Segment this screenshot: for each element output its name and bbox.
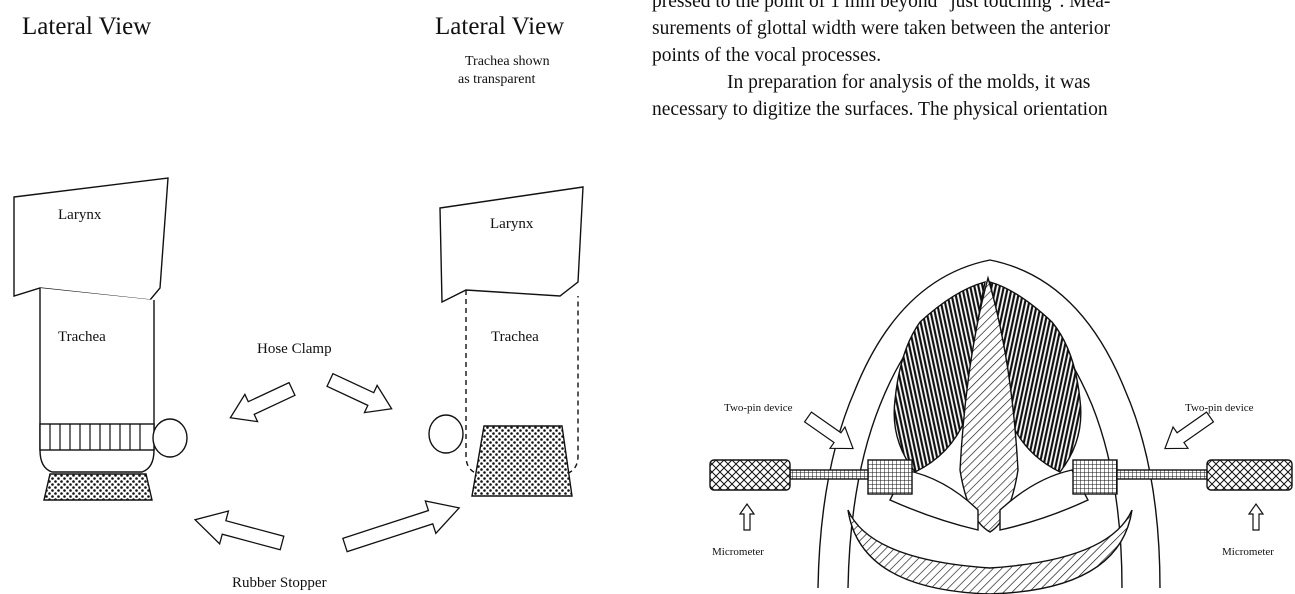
body-text: pressed to the point of 1 mm beyond "jus… (652, 0, 1292, 123)
arrow-hose-clamp-left (224, 375, 298, 431)
trachea-note-line1: Trachea shown (465, 54, 550, 70)
left-view-title: Lateral View (22, 13, 151, 41)
arrow-two-pin-right (1157, 406, 1217, 459)
rod-left (790, 470, 868, 479)
larynx-left-label: Larynx (58, 207, 101, 224)
rod-right (1117, 470, 1207, 479)
arrow-stopper-left (191, 503, 287, 559)
micrometer-body-left (710, 460, 790, 490)
two-pin-left-label: Two-pin device (724, 402, 793, 414)
text-line-4: In preparation for analysis of the molds… (652, 69, 1292, 96)
text-line-2: surements of glottal width were taken be… (652, 15, 1292, 42)
text-line-3: points of the vocal processes. (652, 42, 1292, 69)
hollow-arrows (191, 366, 465, 561)
left-clamp-screw (153, 419, 187, 457)
micrometer-left-label: Micrometer (712, 546, 764, 558)
right-rubber-stopper (472, 426, 572, 496)
right-clamp-screw (429, 415, 463, 453)
right-view-title: Lateral View (435, 13, 564, 41)
arrow-micrometer-right (1249, 504, 1263, 530)
trachea-note-line2: as transparent (458, 72, 535, 88)
rubber-stopper-label: Rubber Stopper (232, 575, 327, 592)
larynx-right-label: Larynx (490, 216, 533, 233)
left-larynx-shape (14, 178, 168, 300)
arrow-micrometer-left (740, 504, 754, 530)
left-clamp-band (40, 424, 154, 450)
two-pin-block-right (1073, 460, 1117, 494)
hose-clamp-label: Hose Clamp (257, 341, 332, 358)
right-larynx-shape (440, 187, 583, 302)
two-pin-right-label: Two-pin device (1185, 402, 1254, 414)
left-rubber-stopper (44, 474, 152, 500)
trachea-left-label: Trachea (58, 329, 106, 346)
arrow-two-pin-left (801, 406, 861, 459)
two-pin-block-left (868, 460, 912, 494)
arrow-hose-clamp-right (324, 366, 398, 422)
trachea-right-label: Trachea (491, 329, 539, 346)
text-line-1: pressed to the point of 1 mm beyond "jus… (652, 0, 1292, 15)
micrometer-right-label: Micrometer (1222, 546, 1274, 558)
text-line-5: necessary to digitize the surfaces. The … (652, 96, 1292, 123)
micrometer-body-right (1207, 460, 1292, 490)
arrow-stopper-right (340, 492, 465, 561)
